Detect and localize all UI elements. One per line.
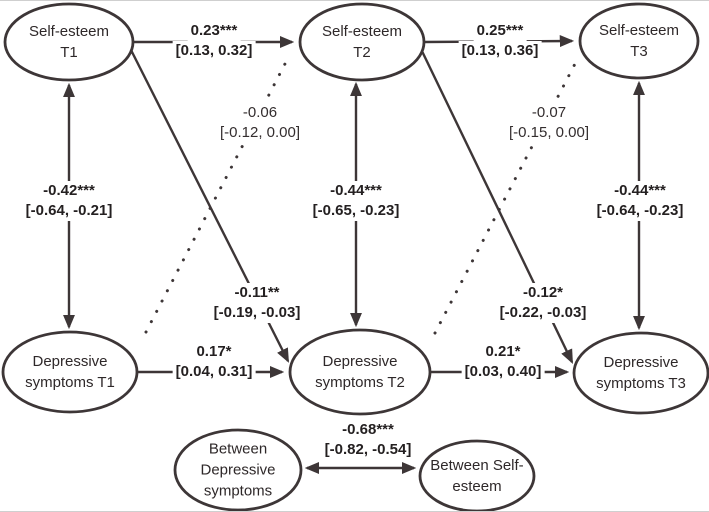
edge-label-se1-dep1-corr: -0.42*** [-0.64, -0.21] [22,181,116,221]
ellipse-self-esteem-t1 [3,2,135,82]
node-label-self-esteem-t2: Self-esteem T2 [321,23,403,61]
ellipse-depressive-t2 [288,328,432,416]
confidence-interval: [-0.15, 0.00] [505,123,593,143]
edge-label-se2-dep2-corr: -0.44*** [-0.65, -0.23] [309,181,403,221]
edge-label-dep2-dep3: 0.21* [0.03, 0.40] [461,342,545,382]
node-label-depressive-t2: Depressive symptoms T2 [315,353,405,391]
node-label-depressive-t1: Depressive symptoms T1 [25,353,115,391]
node-label-self-esteem-t1: Self-esteem T1 [28,23,110,61]
edge-label-dep1-dep2: 0.17* [0.04, 0.31] [172,342,256,382]
path-coefficient: -0.07 [528,103,570,123]
edge-label-dep1-se2: -0.06 [-0.12, 0.00] [216,103,304,143]
ellipse-between-depressive [173,428,303,511]
ellipse-self-esteem-t2 [298,2,426,82]
path-coefficient: -0.11** [231,283,283,303]
path-coefficient: 0.17* [193,342,235,362]
edge-label-se2-se3: 0.25*** [0.13, 0.36] [458,21,542,61]
confidence-interval: [-0.64, -0.21] [22,201,116,221]
confidence-interval: [-0.12, 0.00] [216,123,304,143]
correlation-coefficient: -0.42*** [40,181,98,201]
ellipse-depressive-t1 [1,330,139,414]
path-coefficient: 0.23*** [187,21,241,41]
correlation-coefficient: -0.68*** [339,420,397,440]
ellipse-self-esteem-t3 [578,2,700,80]
ellipse-depressive-t3 [572,331,709,415]
node-label-depressive-t3: Depressive symptoms T3 [596,354,686,392]
path-coefficient: -0.12* [519,283,567,303]
correlation-coefficient: -0.44*** [611,181,669,201]
edge-label-se2-dep3: -0.12* [-0.22, -0.03] [496,283,590,323]
path-coefficient: -0.06 [239,103,281,123]
confidence-interval: [-0.65, -0.23] [309,201,403,221]
confidence-interval: [0.04, 0.31] [172,362,256,382]
edge-label-between-corr: -0.68*** [-0.82, -0.54] [321,420,415,460]
edge-label-se1-se2: 0.23*** [0.13, 0.32] [172,21,256,61]
confidence-interval: [-0.19, -0.03] [210,303,304,323]
confidence-interval: [-0.64, -0.23] [593,201,687,221]
ellipse-between-self-esteem [418,439,536,511]
confidence-interval: [0.13, 0.36] [458,41,542,61]
path-coefficient: 0.21* [482,342,524,362]
edge-label-dep2-se3: -0.07 [-0.15, 0.00] [505,103,593,143]
edge-label-se1-dep2: -0.11** [-0.19, -0.03] [210,283,304,323]
node-label-self-esteem-t3: Self-esteem T3 [598,22,680,60]
node-label-between-self-esteem: Between Self-esteem [430,457,524,495]
correlation-coefficient: -0.44*** [327,181,385,201]
node-label-between-depressive: Between Depressive symptoms [200,440,276,500]
confidence-interval: [-0.82, -0.54] [321,440,415,460]
path-coefficient: 0.25*** [473,21,527,41]
edge-label-se3-dep3-corr: -0.44*** [-0.64, -0.23] [593,181,687,221]
confidence-interval: [0.13, 0.32] [172,41,256,61]
confidence-interval: [0.03, 0.40] [461,362,545,382]
confidence-interval: [-0.22, -0.03] [496,303,590,323]
